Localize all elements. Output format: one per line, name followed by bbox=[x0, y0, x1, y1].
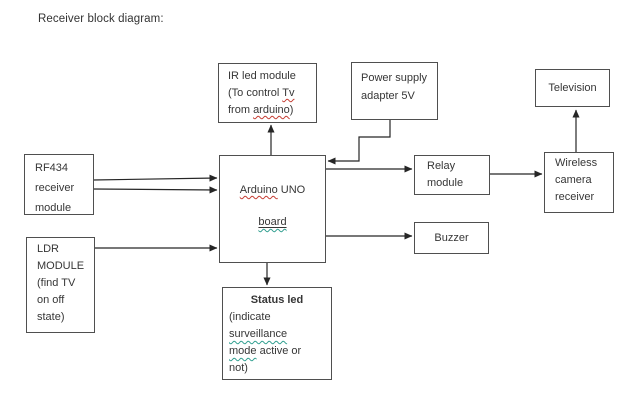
arrow-power-supply-to-arduino bbox=[327, 120, 391, 165]
block-relay-module: Relay module bbox=[414, 155, 490, 195]
block-text-line: IR led module bbox=[228, 70, 296, 82]
block-text-line: receiver bbox=[35, 182, 75, 194]
block-text-line: state) bbox=[37, 311, 65, 323]
arrow-rf434-to-arduino-1 bbox=[92, 174, 218, 182]
block-text-line: receiver bbox=[555, 191, 595, 203]
block-power-supply: Power supply adapter 5V bbox=[351, 62, 438, 120]
block-text-line: (find TV bbox=[37, 277, 76, 289]
text-segment: (To control bbox=[228, 87, 283, 99]
block-arduino-uno: Arduino UNO board bbox=[219, 155, 326, 263]
block-text-line: from arduino) bbox=[228, 102, 316, 119]
block-text-line: module bbox=[427, 177, 464, 189]
block-buzzer: Buzzer bbox=[414, 222, 489, 254]
underlined-word: board bbox=[258, 216, 287, 228]
block-television: Television bbox=[535, 69, 610, 107]
block-text-line: Buzzer bbox=[434, 231, 469, 244]
misspelled-word: Tv bbox=[282, 87, 295, 99]
block-text-line: Arduino UNO bbox=[220, 182, 325, 199]
block-rf434-receiver: RF434 receiver module bbox=[24, 154, 94, 215]
diagram-title: Receiver block diagram: bbox=[38, 13, 164, 25]
block-text-line: not) bbox=[229, 362, 248, 374]
grammar-flagged-word: mode bbox=[229, 345, 257, 357]
block-text-line: surveillance bbox=[229, 326, 331, 343]
block-text-line: RF434 bbox=[35, 162, 69, 174]
block-text-line: Power supply bbox=[361, 72, 428, 84]
block-ldr-module: LDR MODULE (find TV on off state) bbox=[26, 237, 95, 333]
text-segment: ) bbox=[289, 104, 294, 116]
grammar-flagged-word: board bbox=[258, 216, 286, 228]
arrow-rf434-to-arduino-2 bbox=[92, 186, 218, 194]
block-text-line: Wireless bbox=[555, 157, 598, 169]
block-text-line: (To control Tv bbox=[228, 85, 316, 102]
block-wireless-camera-receiver: Wireless camera receiver bbox=[544, 152, 614, 213]
block-text-line: on off bbox=[37, 294, 65, 306]
block-status-led: Status led (indicate surveillance mode a… bbox=[222, 287, 332, 380]
text-segment: active or bbox=[256, 345, 302, 357]
block-title: Status led bbox=[250, 294, 304, 306]
misspelled-word: Arduino bbox=[239, 184, 278, 196]
block-text-line: board bbox=[220, 214, 325, 231]
block-text-line: (indicate bbox=[229, 311, 271, 323]
text-segment: from bbox=[228, 104, 254, 116]
grammar-flagged-word: surveillance bbox=[229, 328, 288, 340]
block-text-line: camera bbox=[555, 174, 592, 186]
block-text-line: module bbox=[35, 202, 72, 214]
block-ir-led-module: IR led module (To control Tv from arduin… bbox=[218, 63, 317, 123]
block-text-line: MODULE bbox=[37, 260, 85, 272]
block-text-line: Relay bbox=[427, 160, 456, 172]
block-text-line: mode active or bbox=[229, 343, 331, 360]
block-text-line: adapter 5V bbox=[361, 90, 415, 102]
block-text-line: LDR bbox=[37, 243, 60, 255]
misspelled-word: arduino bbox=[253, 104, 290, 116]
text-segment: UNO bbox=[277, 184, 306, 196]
block-text-line: Television bbox=[548, 81, 597, 94]
